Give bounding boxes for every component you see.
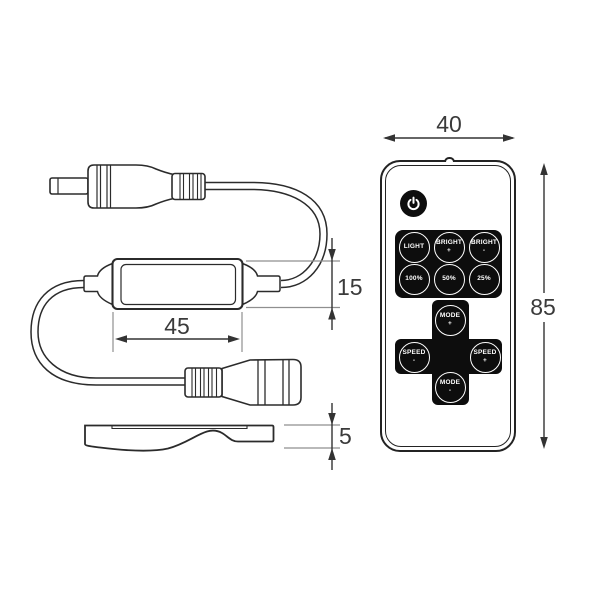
remote-face (385, 165, 511, 447)
bright-down-button: BRIGHT- (468, 231, 500, 263)
dimension-profile-thickness: 5 (284, 403, 352, 470)
mode-down-button: MODE- (434, 371, 466, 403)
plug-pin (49, 177, 89, 195)
dimension-controller-height: 15 (246, 238, 363, 330)
dim-label-40: 40 (436, 111, 462, 137)
dimension-remote-height: 85 (530, 163, 556, 449)
dimension-remote-width: 40 (383, 111, 515, 142)
controller-body (83, 257, 281, 311)
speed-up-button: SPEED+ (469, 341, 501, 373)
bright-up-button: BRIGHT+ (433, 231, 465, 263)
dim-label-15: 15 (337, 274, 363, 300)
button-grid-panel: LIGHT BRIGHT+ BRIGHT- 100% 50% 25% (395, 230, 502, 298)
strain-relief-left (83, 262, 113, 306)
light-button: LIGHT (398, 231, 430, 263)
power-icon (407, 196, 420, 211)
strain-relief-right (242, 262, 281, 306)
brightness-100-button: 100% (398, 263, 430, 295)
controller-label-recess (120, 263, 237, 306)
cable-left-loop (30, 279, 186, 386)
dimension-controller-length: 45 (112, 312, 243, 352)
speed-down-button: SPEED- (398, 341, 430, 373)
dc-female-jack (184, 358, 302, 406)
brightness-25-button: 25% (468, 263, 500, 295)
cable-right-loop (205, 181, 328, 289)
jack-barrel (221, 358, 302, 406)
dc-male-plug (49, 164, 206, 209)
brightness-50-button: 50% (433, 263, 465, 295)
remote-control: LIGHT BRIGHT+ BRIGHT- 100% 50% 25% MODE+… (380, 157, 516, 452)
remote-led-bump (444, 157, 455, 162)
dim-label-85: 85 (530, 294, 556, 320)
dim-label-5: 5 (339, 423, 352, 449)
mode-up-button: MODE+ (434, 304, 466, 336)
side-profile-view (84, 424, 275, 452)
power-button (400, 190, 427, 217)
dim-label-45: 45 (164, 313, 190, 339)
plug-neck (171, 172, 206, 201)
